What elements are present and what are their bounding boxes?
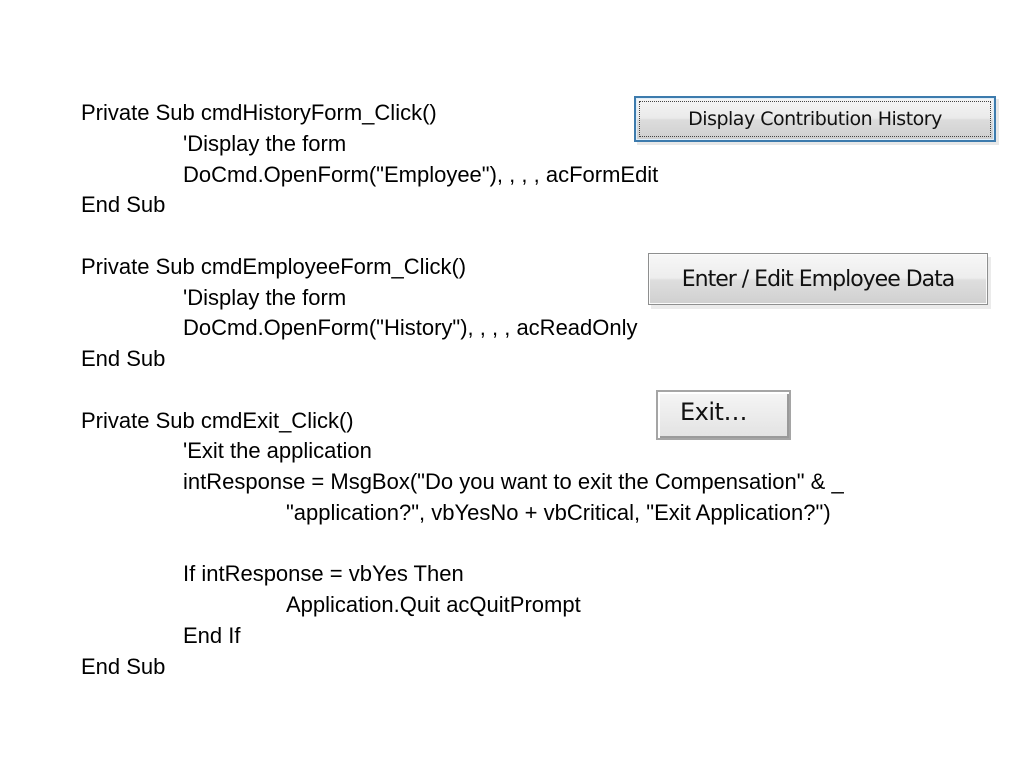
enter-edit-employee-data-label: Enter / Edit Employee Data [681, 266, 956, 292]
enter-edit-employee-data-button[interactable]: Enter / Edit Employee Data [648, 253, 988, 305]
code-line: End Sub [81, 346, 166, 371]
code-line: DoCmd.OpenForm("History"), , , , acReadO… [183, 315, 638, 341]
code-line-blank [81, 529, 844, 560]
code-line: "application?", vbYesNo + vbCritical, "E… [286, 499, 831, 525]
code-line: Private Sub cmdExit_Click() [81, 407, 354, 433]
display-contribution-history-label: Display Contribution History [688, 108, 942, 130]
code-listing: Private Sub cmdHistoryForm_Click() 'Disp… [81, 98, 844, 682]
code-line: If intResponse = vbYes Then [183, 561, 464, 587]
code-line: Private Sub cmdEmployeeForm_Click() [81, 253, 467, 279]
code-line: 'Display the form [183, 130, 347, 156]
display-contribution-history-button[interactable]: Display Contribution History [634, 96, 996, 142]
code-line: End Sub [81, 192, 166, 218]
code-line: End If [183, 622, 241, 648]
code-line: Application.Quit acQuitPrompt [286, 592, 581, 617]
code-line: Private Sub cmdHistoryForm_Click() [81, 100, 437, 125]
code-line: 'Display the form [183, 284, 347, 310]
code-line: intResponse = MsgBox("Do you want to exi… [183, 469, 844, 494]
code-line: 'Exit the application [183, 438, 372, 464]
code-line-blank [81, 221, 844, 252]
exit-label: Exit… [680, 398, 747, 426]
exit-button[interactable]: Exit… [656, 390, 791, 440]
code-line: DoCmd.OpenForm("Employee"), , , , acForm… [183, 161, 659, 187]
code-line: End Sub [81, 653, 166, 679]
